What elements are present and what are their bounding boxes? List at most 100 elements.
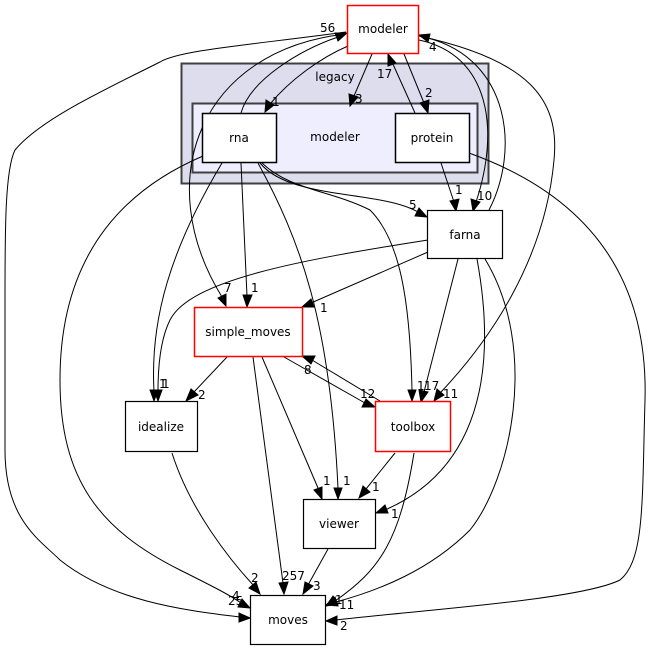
edge-modeler-moves	[4, 31, 347, 618]
edge-label-rna-moves: 4	[232, 589, 240, 603]
arrow-simple-moves-idealize	[185, 388, 199, 403]
edge-farna-viewer	[384, 258, 486, 511]
arrow-modeler-farna	[470, 198, 481, 213]
node-simple-moves-label[interactable]: simple_moves	[205, 325, 290, 339]
node-rna-label[interactable]: rna	[229, 131, 249, 145]
node-idealize[interactable]: idealize	[124, 400, 199, 453]
edge-label-toolbox-simple-moves: 8	[304, 363, 312, 377]
edge-label-toolbox-moves: 1	[335, 593, 343, 607]
node-toolbox-box[interactable]	[374, 400, 452, 453]
edge-toolbox-viewer	[365, 452, 396, 490]
edge-label-protein-farna: 1	[455, 183, 463, 197]
edge-label-rna-idealize: 1	[159, 377, 167, 391]
edge-farna-simple-moves	[310, 251, 429, 304]
edge-modeler-rna	[269, 45, 349, 105]
edge-rna-moves	[59, 155, 242, 604]
edge-rna-idealize	[153, 162, 223, 392]
arrow-modeler-rna	[264, 99, 275, 114]
edge-simple-moves-idealize	[193, 356, 228, 393]
node-rna-box[interactable]	[201, 112, 278, 164]
edge-protein-modeler	[391, 61, 416, 114]
edge-label-idealize-moves: 2	[251, 571, 259, 585]
node-farna[interactable]: farna	[426, 209, 504, 260]
edge-label-rna-viewer: 1	[343, 474, 351, 488]
arrow-modeler-toolbox	[433, 388, 445, 403]
node-toolbox[interactable]: toolbox	[374, 400, 452, 453]
edge-label-simple-moves-viewer: 1	[323, 474, 331, 488]
edge-protein-farna	[440, 162, 455, 203]
cluster-legacy-label[interactable]: legacy	[315, 70, 354, 84]
edge-label-rna-toolbox: 1	[417, 379, 425, 393]
edge-label-simple-moves-idealize: 2	[198, 388, 206, 402]
edge-label-simple-moves-moves: 257	[282, 569, 305, 583]
edge-simple-moves-toolbox	[283, 356, 366, 404]
edge-rna-modeler	[240, 36, 339, 114]
cluster-modeler-inner-label[interactable]: modeler	[310, 130, 360, 144]
edge-label-modeler-toolbox: 11	[443, 387, 458, 401]
node-toolbox-label[interactable]: toolbox	[391, 420, 435, 434]
edge-label-rna-modeler: 56	[320, 21, 335, 35]
edge-rna-farna	[259, 162, 419, 213]
arrow-rna-toolbox	[407, 389, 417, 403]
edge-label-farna-simple-moves: 1	[320, 301, 328, 315]
edge-toolbox-moves	[334, 452, 415, 602]
edge-label-rna-simple-moves: 1	[251, 281, 259, 295]
edge-toolbox-simple-moves	[311, 359, 381, 402]
edge-simple-moves-viewer	[261, 356, 319, 489]
edge-rna-viewer	[257, 162, 339, 489]
node-viewer[interactable]: viewer	[302, 498, 377, 550]
node-simple-moves-box[interactable]	[193, 306, 304, 358]
node-rna[interactable]: rna	[201, 112, 278, 164]
arrow-farna-simple-moves	[300, 298, 315, 308]
edge-label-farna-idealize: 1	[162, 377, 170, 391]
arrow-modeler-moves	[238, 612, 252, 623]
node-viewer-label[interactable]: viewer	[319, 517, 359, 531]
edge-simple-moves-moves	[252, 356, 284, 584]
node-modeler-box[interactable]	[346, 4, 420, 55]
edge-label-modeler-moves: 25	[228, 594, 243, 608]
edge-modeler-farna	[418, 39, 489, 203]
node-moves-label[interactable]: moves	[268, 613, 308, 627]
edge-label-farna-modeler: 4	[429, 40, 437, 54]
arrow-protein-modeler	[387, 52, 397, 67]
arrow-farna-toolbox	[418, 389, 429, 404]
edge-label-protein-moves: 2	[340, 619, 348, 633]
arrow-toolbox-viewer	[358, 485, 371, 500]
node-protein[interactable]: protein	[394, 112, 471, 164]
arrow-idealize-moves	[248, 581, 261, 596]
edge-viewer-moves	[307, 548, 329, 586]
arrow-modeler-simple-moves	[217, 293, 227, 308]
arrow-modeler-inner	[348, 93, 359, 108]
arrow-toolbox-simple-moves	[300, 355, 316, 365]
node-moves-box[interactable]	[249, 594, 327, 646]
arrow-viewer-moves	[302, 581, 314, 596]
arrow-protein-moves	[324, 615, 338, 626]
arrow-simple-moves-toolbox	[361, 398, 377, 408]
node-modeler-label[interactable]: modeler	[358, 22, 408, 36]
edge-farna-idealize	[157, 239, 429, 392]
node-farna-label[interactable]: farna	[449, 228, 480, 242]
edge-modeler-protein	[403, 53, 425, 104]
node-idealize-box[interactable]	[124, 400, 199, 453]
edge-label-modeler-farna: 10	[477, 189, 492, 203]
node-simple-moves[interactable]: simple_moves	[193, 306, 304, 358]
arrow-farna-idealize	[153, 389, 163, 403]
node-protein-box[interactable]	[394, 112, 471, 164]
node-moves[interactable]: moves	[249, 594, 327, 646]
edge-rna-toolbox	[261, 162, 413, 391]
arrow-farna-moves	[324, 596, 339, 607]
node-idealize-label[interactable]: idealize	[138, 420, 184, 434]
edge-label-modeler-rna: 1	[272, 95, 280, 109]
arrow-protein-farna	[449, 198, 460, 213]
node-protein-label[interactable]: protein	[411, 131, 454, 145]
node-modeler[interactable]: modeler	[346, 4, 420, 55]
edge-protein-moves	[335, 152, 646, 621]
node-viewer-box[interactable]	[302, 498, 377, 550]
arrow-simple-moves-viewer	[313, 486, 323, 501]
arrow-rna-viewer	[333, 487, 343, 501]
node-farna-box[interactable]	[426, 209, 504, 260]
edge-farna-toolbox	[423, 258, 459, 393]
edge-label-farna-moves: 11	[339, 598, 354, 612]
edge-label-modeler-inner: 3	[355, 92, 363, 106]
